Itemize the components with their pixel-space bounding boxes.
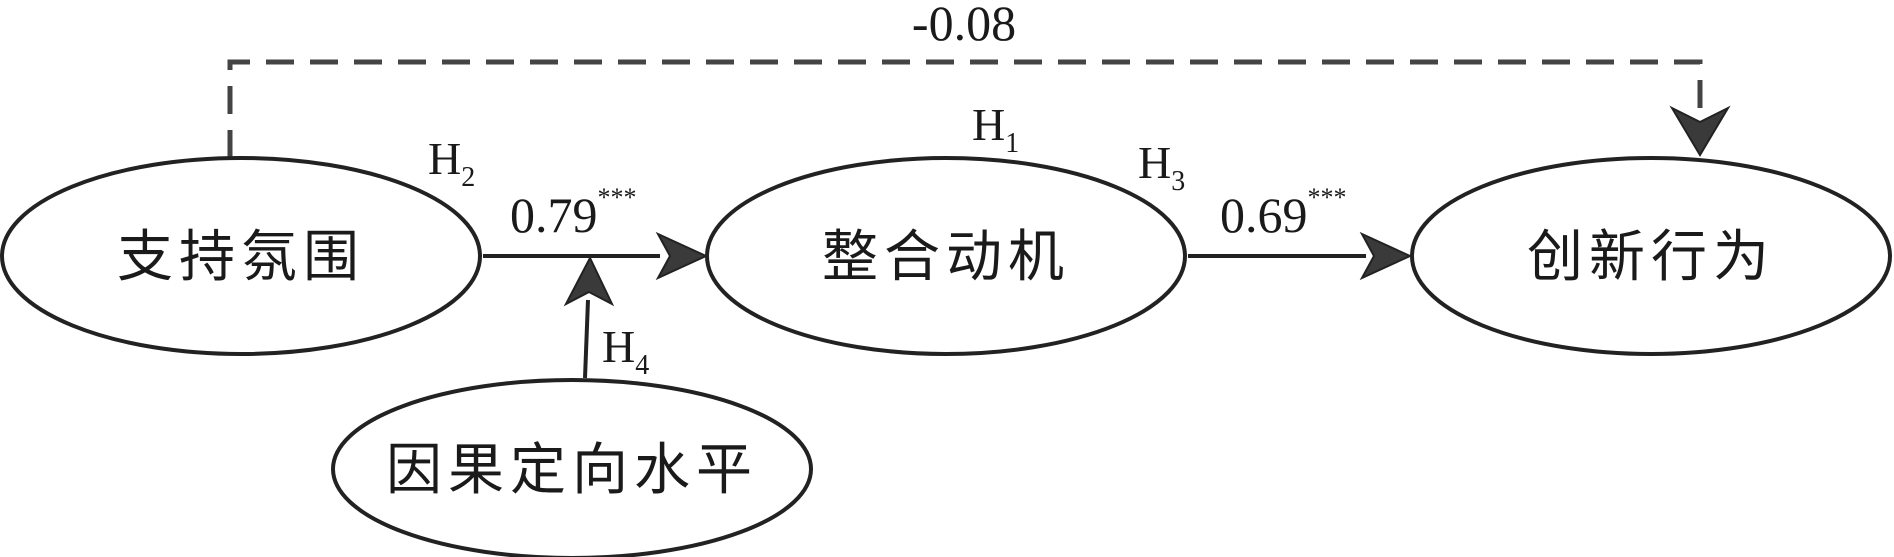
node-support-ellipse <box>0 156 482 356</box>
hypothesis-h2-index: 2 <box>461 162 475 193</box>
edge-motivation-to-innovation-coefficient: 0.69 <box>1220 187 1308 243</box>
edge-motivation-to-innovation-label: 0.69*** <box>1220 183 1347 243</box>
node-causality-label: 因果定向水平 <box>386 438 758 503</box>
node-support: 支持氛围 <box>0 156 482 356</box>
node-innovation-label: 创新行为 <box>1527 225 1775 290</box>
node-motivation-ellipse <box>705 156 1187 356</box>
hypothesis-h1: H1 <box>972 99 1019 159</box>
hypothesis-h1-letter: H <box>972 99 1005 150</box>
edge-support-to-innovation: -0.08 <box>227 0 1731 158</box>
node-innovation: 创新行为 <box>1410 156 1892 356</box>
edge-support-to-innovation-arrowhead <box>1669 105 1731 157</box>
edge-motivation-to-innovation-significance: *** <box>1308 183 1347 212</box>
hypothesis-h3-index: 3 <box>1171 166 1185 197</box>
edge-support-to-motivation: 0.79*** <box>483 183 709 281</box>
edge-support-to-motivation-arrowhead <box>655 231 709 281</box>
edge-causality-moderation <box>563 255 615 379</box>
edge-causality-moderation-line <box>583 299 590 379</box>
node-causality-ellipse <box>331 378 813 557</box>
node-motivation-label: 整合动机 <box>822 225 1070 290</box>
node-support-label: 支持氛围 <box>117 225 365 290</box>
edge-support-to-innovation-coefficient: -0.08 <box>912 0 1016 51</box>
edge-support-to-motivation-coefficient: 0.79 <box>510 187 598 243</box>
node-causality: 因果定向水平 <box>331 378 813 557</box>
edge-support-to-motivation-significance: *** <box>598 183 637 212</box>
edge-motivation-to-innovation-arrowhead <box>1359 231 1413 281</box>
hypothesis-h4: H4 <box>602 321 649 381</box>
edge-causality-moderation-arrowhead <box>563 255 615 307</box>
hypothesis-h4-letter: H <box>602 321 635 372</box>
hypothesis-h2-letter: H <box>428 133 461 184</box>
hypothesis-h4-index: 4 <box>635 350 649 381</box>
edge-support-to-motivation-label: 0.79*** <box>510 183 637 243</box>
hypothesis-h3-letter: H <box>1138 137 1171 188</box>
edge-motivation-to-innovation: 0.69*** <box>1188 183 1413 281</box>
hypothesis-h2: H2 <box>428 133 475 193</box>
hypothesis-h3: H3 <box>1138 137 1185 197</box>
node-motivation: 整合动机 <box>705 156 1187 356</box>
hypothesis-h1-index: 1 <box>1005 128 1019 159</box>
edge-support-to-innovation-line <box>227 59 1703 158</box>
node-innovation-ellipse <box>1410 156 1892 356</box>
